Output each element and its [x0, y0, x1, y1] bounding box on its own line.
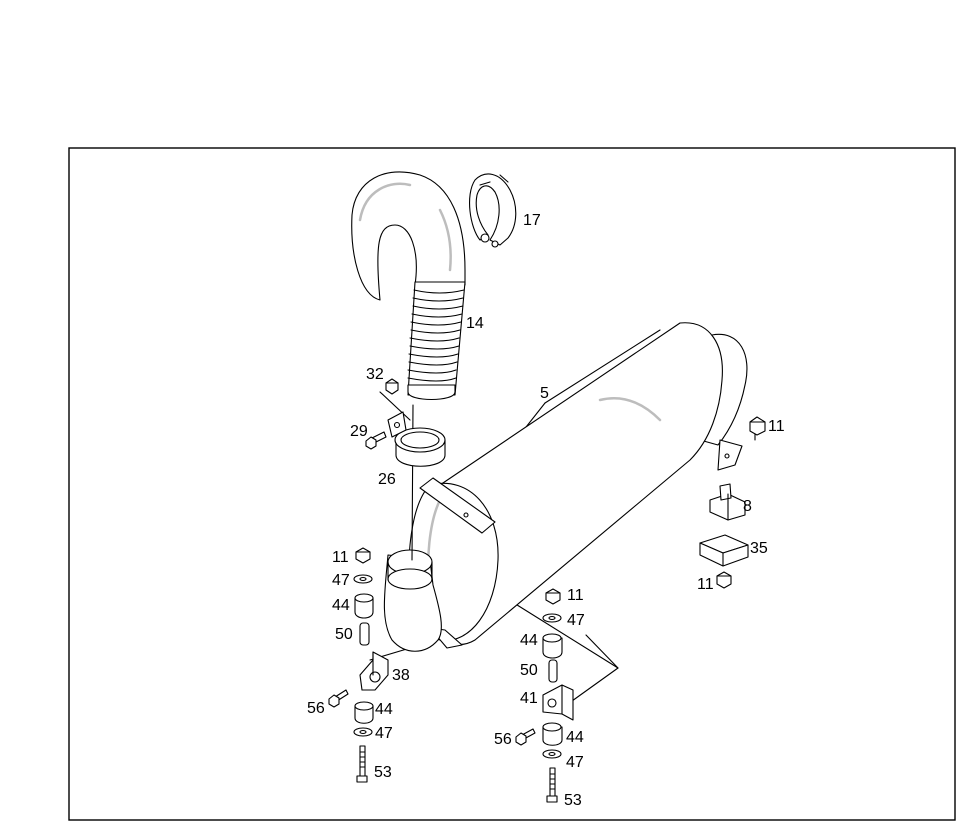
label-50-left: 50 [335, 626, 353, 643]
inlet-pipe [383, 404, 442, 652]
label-44-center-lower: 44 [566, 729, 584, 746]
label-17: 17 [523, 212, 541, 229]
label-41: 41 [520, 690, 538, 707]
part-labels: 17 14 32 5 29 26 11 8 35 11 11 47 44 50 … [307, 212, 785, 809]
label-11-center: 11 [567, 587, 584, 604]
label-44-left-lower: 44 [375, 701, 393, 718]
label-29: 29 [350, 423, 368, 440]
muffler-part-5[interactable] [408, 322, 748, 649]
label-56-left: 56 [307, 700, 325, 717]
left-mount-stack[interactable] [328, 547, 389, 783]
cover-part-35[interactable] [699, 534, 749, 567]
center-mount-stack[interactable] [515, 588, 574, 803]
clamp-ring-part-26[interactable] [387, 411, 446, 467]
nut-part-11-right[interactable] [749, 416, 766, 436]
label-8: 8 [743, 498, 752, 515]
label-35: 35 [750, 540, 768, 557]
nut-part-32[interactable] [385, 378, 399, 395]
label-47-center-lower: 47 [566, 754, 584, 771]
label-56-center: 56 [494, 731, 512, 748]
label-44-left: 44 [332, 597, 350, 614]
label-26: 26 [378, 471, 396, 488]
bolt-part-29[interactable] [365, 431, 387, 450]
label-47-left-lower: 47 [375, 725, 393, 742]
label-38: 38 [392, 667, 410, 684]
mount-part-8[interactable] [709, 483, 746, 521]
flex-pipe-part-14[interactable] [351, 171, 466, 400]
label-53-center: 53 [564, 792, 582, 809]
label-50-center: 50 [520, 662, 538, 679]
label-32: 32 [366, 366, 384, 383]
clamp-part-17[interactable] [469, 173, 517, 248]
label-11-right: 11 [768, 418, 785, 435]
label-53-left: 53 [374, 764, 392, 781]
label-44-center: 44 [520, 632, 538, 649]
label-47-left: 47 [332, 572, 350, 589]
label-14: 14 [466, 315, 484, 332]
label-47-center: 47 [567, 612, 585, 629]
label-11-left: 11 [332, 549, 349, 566]
label-5: 5 [540, 385, 549, 402]
label-11-lower-right: 11 [697, 576, 714, 593]
diagram-frame [68, 147, 956, 821]
nut-part-11-lower-right[interactable] [716, 571, 732, 589]
